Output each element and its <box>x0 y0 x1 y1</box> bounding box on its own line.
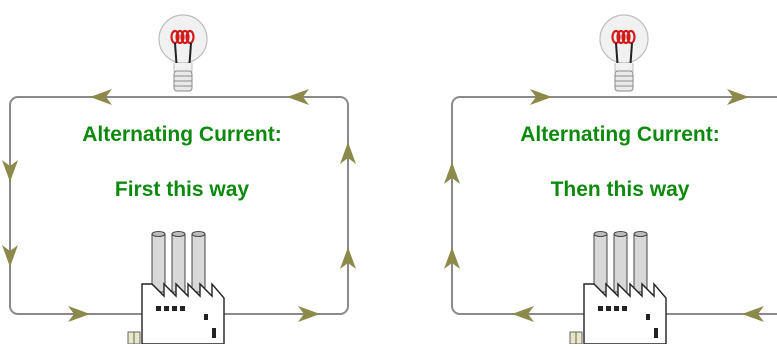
light-bulb-icon <box>598 13 650 93</box>
circuit-panel-1 <box>2 13 356 345</box>
panel-2-subtitle: Then this way <box>550 178 690 201</box>
panel-1-title: Alternating Current: <box>82 123 282 146</box>
factory-icon <box>127 230 225 345</box>
panel-1-subtitle: First this way <box>114 178 250 201</box>
factory-icon <box>569 230 667 345</box>
circuit-panel-2 <box>444 13 777 345</box>
light-bulb-icon <box>157 13 209 93</box>
panel-2-title: Alternating Current: <box>520 123 720 146</box>
